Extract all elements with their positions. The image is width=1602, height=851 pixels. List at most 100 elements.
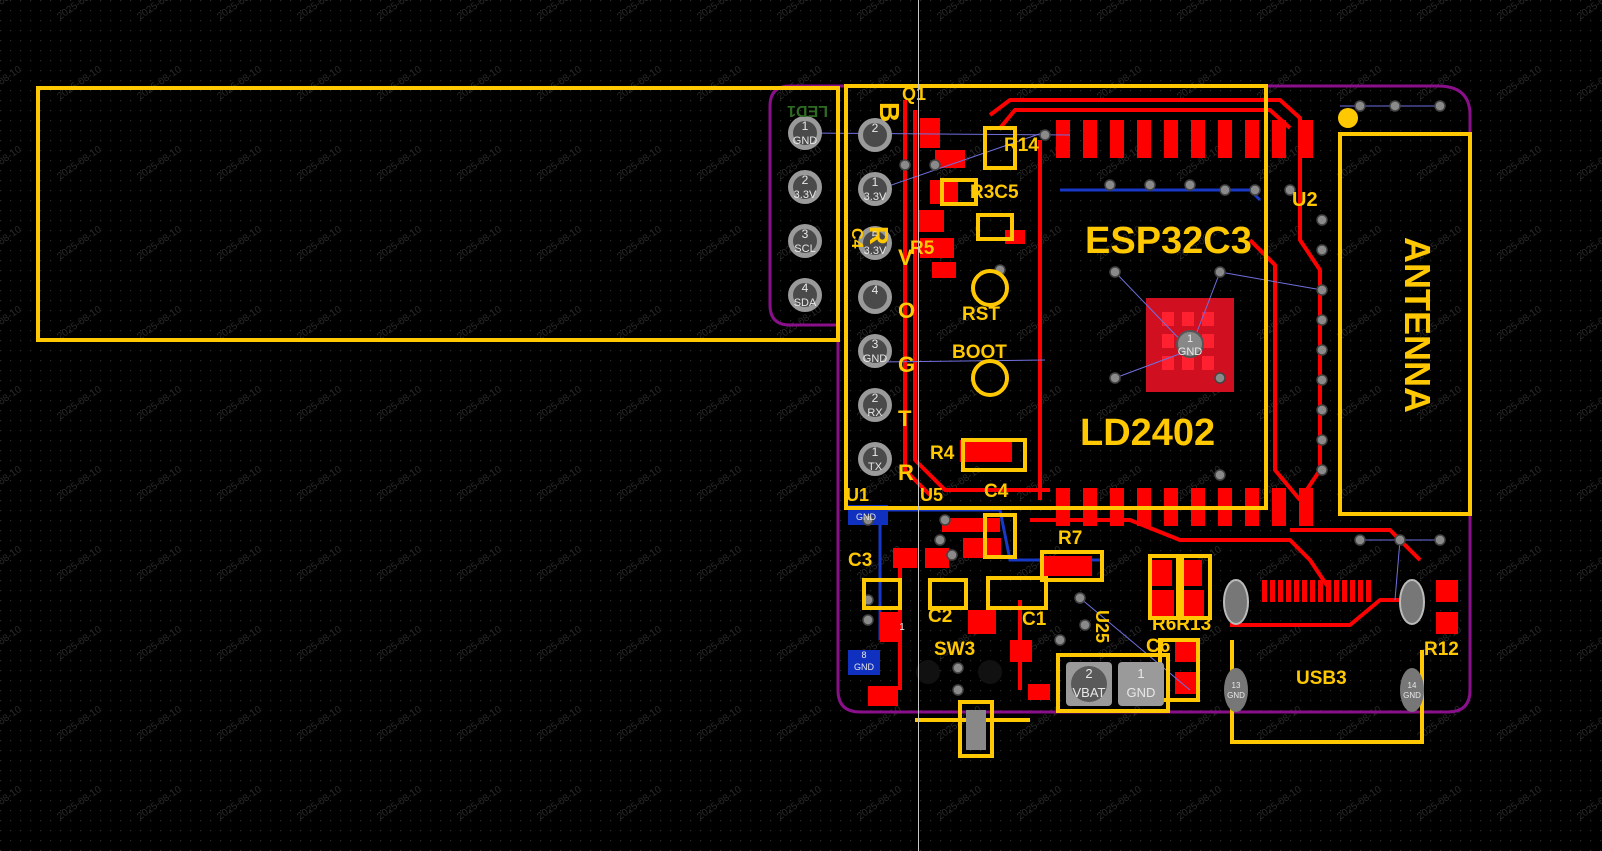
usb-pin-pad <box>1278 580 1283 602</box>
bat-pad-vbat-num: 2 <box>1085 666 1092 681</box>
header-pin-num: 4 <box>802 281 809 295</box>
esp-pad <box>1137 120 1151 158</box>
usb-shell-left <box>1223 579 1249 625</box>
via <box>862 514 874 526</box>
bat-pad-vbat-ring <box>1071 666 1107 702</box>
via <box>1074 592 1086 604</box>
label-r3c5: R3C5 <box>970 182 1019 203</box>
via <box>1316 344 1328 356</box>
esp-pad <box>1056 120 1070 158</box>
esp-pad <box>1083 120 1097 158</box>
via <box>1144 179 1156 191</box>
hdr-letter-r1: R <box>864 226 894 245</box>
usb-pin-pad <box>1302 580 1307 602</box>
header-pin-name: 3.3V <box>864 191 887 203</box>
usb-gnd-left <box>1224 668 1248 712</box>
esp-pad <box>1218 120 1232 158</box>
label-r12: R12 <box>1424 639 1459 660</box>
label-c6: C6 <box>1146 636 1170 657</box>
header-pin-num: 3 <box>872 337 879 351</box>
label-u5: U5 <box>920 485 943 505</box>
via <box>1184 179 1196 191</box>
esp-pad <box>1110 120 1124 158</box>
label-antenna: ANTENNA <box>1397 237 1438 413</box>
label-esp32c3: ESP32C3 <box>1085 220 1252 262</box>
thermal-dot <box>1162 334 1174 348</box>
via <box>1316 244 1328 256</box>
label-usb3: USB3 <box>1296 668 1347 689</box>
via <box>1109 266 1121 278</box>
header-hole <box>863 393 887 417</box>
fiducial <box>1338 108 1358 128</box>
usb-pin-pad <box>1334 580 1339 602</box>
label-c1: C1 <box>1022 609 1047 630</box>
via <box>1389 100 1401 112</box>
hdr-letter-o: O <box>898 298 915 323</box>
label-led1: LED1 <box>787 102 828 119</box>
via <box>862 614 874 626</box>
esp-pad <box>1191 120 1205 158</box>
p8-num: 8 <box>861 650 866 660</box>
via <box>1394 534 1406 546</box>
board-outline <box>768 84 1472 714</box>
via <box>1104 179 1116 191</box>
via <box>1316 464 1328 476</box>
bottom-pad-block <box>848 650 880 675</box>
thermal-via <box>1176 330 1204 358</box>
thermal-dot <box>1182 356 1194 370</box>
via <box>1354 100 1366 112</box>
vias <box>862 100 1446 696</box>
via <box>1214 372 1226 384</box>
header-pin-num: 2 <box>872 391 879 405</box>
label-sw3: SW3 <box>934 639 975 660</box>
header-hole <box>793 175 817 199</box>
via <box>1434 100 1446 112</box>
header-hole <box>863 231 887 255</box>
copper-pour <box>868 118 1458 706</box>
via <box>899 159 911 171</box>
via <box>1354 534 1366 546</box>
label-c4-vert: C4 <box>848 228 865 249</box>
hole-2 <box>978 660 1002 684</box>
bat-pad-vbat-name: VBAT <box>1073 685 1106 700</box>
silkscreen-outlines <box>36 84 1472 758</box>
header-pin-num: 1 <box>802 119 809 133</box>
label-u2: U2 <box>1292 189 1318 211</box>
thermal-pad-num: 1 <box>1187 333 1193 345</box>
usb-pin-pad <box>1310 580 1315 602</box>
via <box>946 549 958 561</box>
label-r4: R4 <box>930 443 955 464</box>
usb-gnd-right-num: 14 <box>1408 681 1417 690</box>
label-r5: R5 <box>910 238 935 259</box>
via <box>1219 184 1231 196</box>
header-hole <box>863 447 887 471</box>
thermal-dot <box>1202 334 1214 348</box>
header-pin-name: TX <box>868 461 883 473</box>
label-c4: C4 <box>984 481 1009 502</box>
label-c3: C3 <box>848 550 872 571</box>
header-pin-name: GND <box>863 353 888 365</box>
via <box>1284 184 1296 196</box>
usb-pads <box>1262 580 1371 602</box>
header-hole <box>863 123 887 147</box>
thermal-dot <box>1202 312 1214 326</box>
label-ld2402: LD2402 <box>1080 412 1215 454</box>
usb-gnd-right <box>1400 668 1424 712</box>
via <box>1316 404 1328 416</box>
usb-gnd-left-name: GND <box>1227 691 1245 700</box>
header-pin-num: 2 <box>802 173 809 187</box>
sw-stub <box>966 710 986 750</box>
label-rst: RST <box>962 304 1000 325</box>
via <box>1109 372 1121 384</box>
esp-pad <box>1299 488 1313 526</box>
header-pin-num: 3 <box>802 227 809 241</box>
header-pin-num: 2 <box>872 121 879 135</box>
header-pin-name: SCL <box>794 243 815 255</box>
header-hole <box>863 285 887 309</box>
via <box>1214 469 1226 481</box>
usb-pin-pad <box>1270 580 1275 602</box>
pad-1-label: 1 <box>899 622 905 633</box>
